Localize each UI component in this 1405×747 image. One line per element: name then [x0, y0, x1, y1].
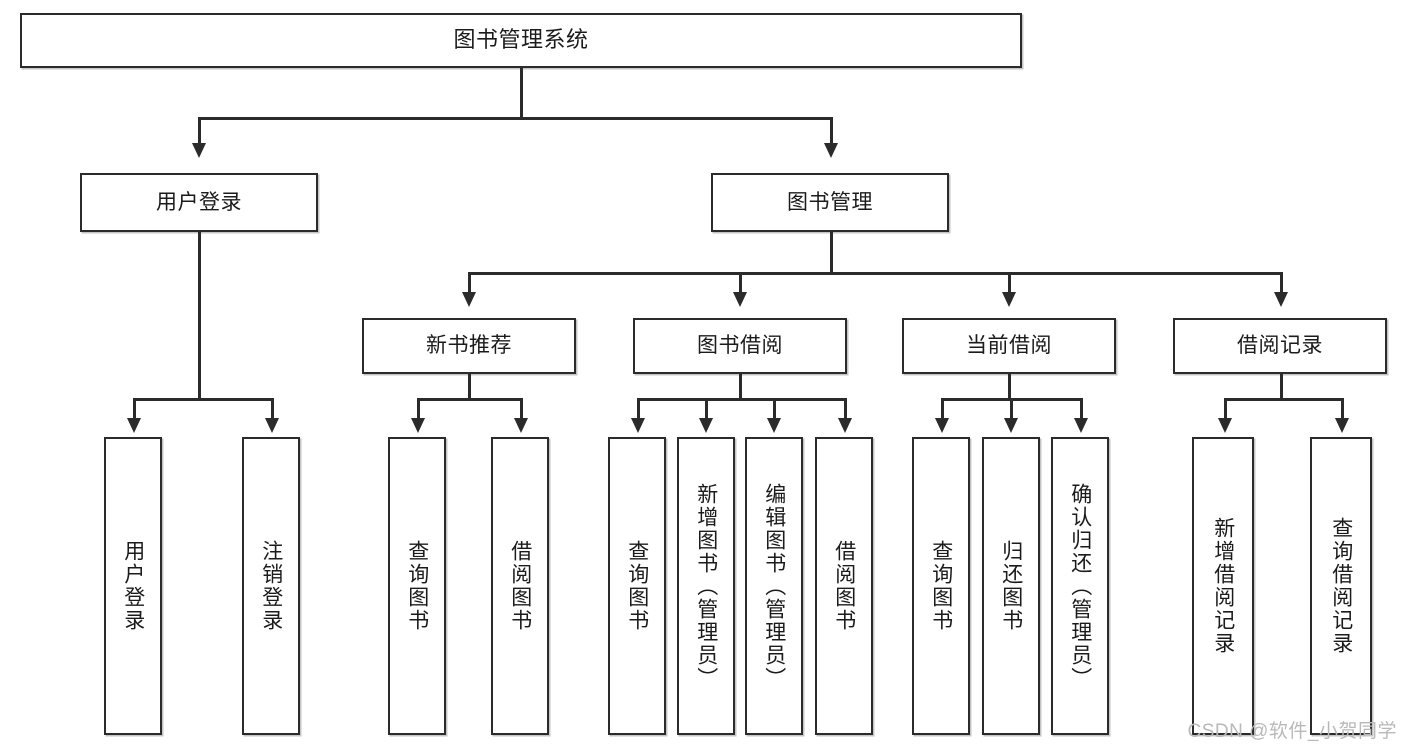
leaf-query-record[interactable]: 查询借阅记录: [1310, 437, 1372, 735]
connector-current-borrow-leaf3: [1080, 398, 1083, 420]
arrowhead-borrow-record: [1273, 292, 1288, 307]
leaf-user-logout[interactable]: 注销登录: [242, 437, 300, 735]
arrowhead-leaf-query-book-1: [410, 418, 425, 433]
leaf-user-login[interactable]: 用户登录: [104, 437, 162, 735]
arrowhead-leaf-borrow-book-2: [837, 418, 852, 433]
leaf-borrow-book-1-label: 借阅图书: [508, 540, 532, 632]
node-book-manage-label: 图书管理: [787, 190, 873, 214]
leaf-edit-book[interactable]: 编辑图书（管理员）: [745, 437, 803, 735]
leaf-query-book-3[interactable]: 查询图书: [912, 437, 970, 735]
arrowhead-book-borrow: [732, 292, 747, 307]
node-user-login-label: 用户登录: [156, 190, 242, 214]
connector-root-to-user-login: [198, 117, 201, 145]
connector-borrow-record-bar: [1224, 398, 1341, 401]
node-borrow-record[interactable]: 借阅记录: [1173, 318, 1387, 374]
arrowhead-leaf-add-record: [1217, 418, 1232, 433]
connector-to-borrow-record: [1280, 272, 1283, 294]
connector-root-to-book-manage: [830, 117, 833, 145]
leaf-query-book-2[interactable]: 查询图书: [608, 437, 666, 735]
connector-new-book-rec-leaf2: [520, 398, 523, 420]
connector-book-borrow-leaf1: [637, 398, 640, 420]
arrowhead-book-manage: [823, 143, 838, 158]
node-current-borrow[interactable]: 当前借阅: [902, 318, 1116, 374]
node-root-label: 图书管理系统: [453, 27, 589, 53]
leaf-user-logout-label: 注销登录: [259, 540, 283, 632]
leaf-confirm-return-label: 确认归还（管理员）: [1068, 482, 1092, 690]
leaf-query-book-1[interactable]: 查询图书: [388, 437, 446, 735]
leaf-query-book-1-label: 查询图书: [405, 540, 429, 632]
arrowhead-leaf-query-book-2: [630, 418, 645, 433]
connector-book-manage-stem: [830, 232, 833, 274]
node-current-borrow-label: 当前借阅: [966, 334, 1052, 358]
arrowhead-leaf-query-book-3: [934, 418, 949, 433]
leaf-borrow-book-2[interactable]: 借阅图书: [815, 437, 873, 735]
connector-user-login-stem: [198, 232, 201, 400]
connector-book-borrow-bar: [637, 398, 844, 401]
node-borrow-record-label: 借阅记录: [1237, 334, 1323, 358]
leaf-edit-book-label: 编辑图书（管理员）: [762, 482, 786, 690]
connector-new-book-rec-bar: [417, 398, 520, 401]
leaf-query-record-label: 查询借阅记录: [1329, 517, 1353, 655]
arrowhead-leaf-user-logout: [264, 418, 279, 433]
leaf-user-login-label: 用户登录: [121, 540, 145, 632]
leaf-return-book[interactable]: 归还图书: [982, 437, 1040, 735]
connector-user-login-leaf1: [133, 398, 136, 420]
arrowhead-leaf-borrow-book-1: [513, 418, 528, 433]
connector-to-current-borrow: [1008, 272, 1011, 294]
connector-to-book-borrow: [739, 272, 742, 294]
connector-new-book-rec-stem: [468, 374, 471, 400]
node-book-manage[interactable]: 图书管理: [711, 173, 949, 232]
connector-user-login-leaf2: [271, 398, 274, 420]
connector-user-login-bar: [133, 398, 271, 401]
arrowhead-new-book-rec: [461, 292, 476, 307]
arrowhead-leaf-edit-book: [766, 418, 781, 433]
arrowhead-current-borrow: [1001, 292, 1016, 307]
leaf-borrow-book-2-label: 借阅图书: [832, 540, 856, 632]
arrowhead-leaf-query-record: [1334, 418, 1349, 433]
leaf-borrow-book-1[interactable]: 借阅图书: [491, 437, 549, 735]
connector-borrow-record-stem: [1280, 374, 1283, 400]
connector-new-book-rec-leaf1: [417, 398, 420, 420]
leaf-confirm-return[interactable]: 确认归还（管理员）: [1051, 437, 1109, 735]
connector-book-borrow-leaf2: [705, 398, 708, 420]
arrowhead-user-login: [191, 143, 206, 158]
connector-borrow-record-leaf1: [1224, 398, 1227, 420]
leaf-add-book-label: 新增图书（管理员）: [694, 482, 718, 690]
leaf-add-record-label: 新增借阅记录: [1211, 517, 1235, 655]
arrowhead-leaf-user-login: [126, 418, 141, 433]
node-new-book-rec-label: 新书推荐: [426, 334, 512, 358]
connector-root-stem: [520, 68, 523, 118]
connector-current-borrow-leaf2: [1010, 398, 1013, 420]
connector-current-borrow-leaf1: [941, 398, 944, 420]
node-book-borrow[interactable]: 图书借阅: [633, 318, 847, 374]
arrowhead-leaf-add-book: [698, 418, 713, 433]
node-new-book-rec[interactable]: 新书推荐: [362, 318, 576, 374]
arrowhead-leaf-confirm-return: [1073, 418, 1088, 433]
leaf-return-book-label: 归还图书: [999, 540, 1023, 632]
node-user-login[interactable]: 用户登录: [80, 173, 318, 232]
connector-book-borrow-stem: [739, 374, 742, 400]
leaf-query-book-2-label: 查询图书: [625, 540, 649, 632]
connector-book-manage-bar: [468, 272, 1280, 275]
leaf-add-book[interactable]: 新增图书（管理员）: [677, 437, 735, 735]
leaf-add-record[interactable]: 新增借阅记录: [1192, 437, 1254, 735]
connector-book-borrow-leaf3: [773, 398, 776, 420]
connector-book-borrow-leaf4: [844, 398, 847, 420]
leaf-query-book-3-label: 查询图书: [929, 540, 953, 632]
connector-current-borrow-stem: [1008, 374, 1011, 400]
node-root[interactable]: 图书管理系统: [20, 13, 1022, 68]
connector-borrow-record-leaf2: [1341, 398, 1344, 420]
connector-to-new-book-rec: [468, 272, 471, 294]
arrowhead-leaf-return-book: [1003, 418, 1018, 433]
connector-root-bar: [198, 117, 832, 120]
node-book-borrow-label: 图书借阅: [697, 334, 783, 358]
